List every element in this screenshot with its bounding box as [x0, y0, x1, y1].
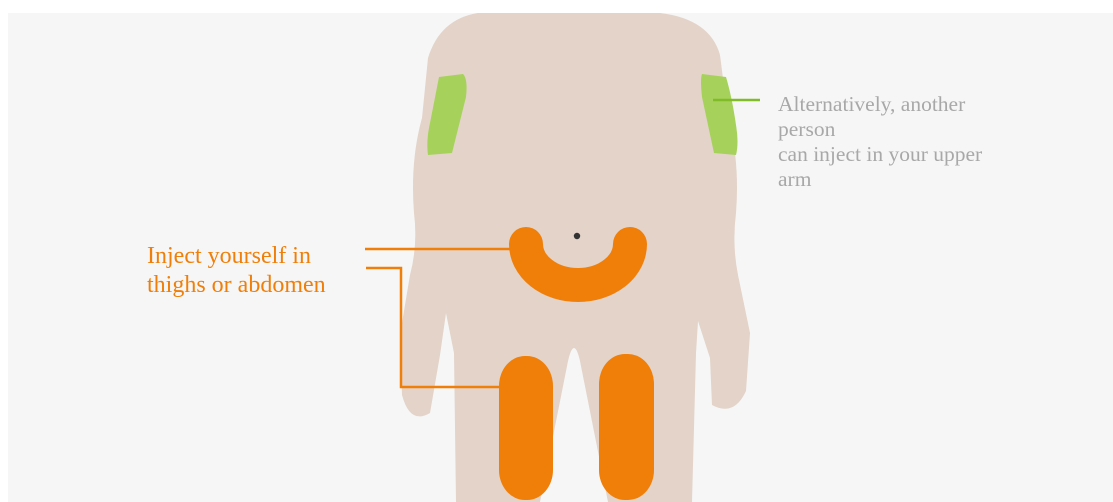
self-injection-label-line-1: Inject yourself in	[147, 242, 326, 271]
diagram-panel: Alternatively, another person can inject…	[8, 13, 1113, 502]
self-injection-label-line-2: thighs or abdomen	[147, 271, 326, 300]
self-injection-label: Inject yourself in thighs or abdomen	[147, 242, 326, 300]
left-thigh-zone	[499, 356, 553, 500]
upper-arm-label-line-4: arm	[778, 167, 982, 192]
right-thigh-zone	[599, 354, 654, 500]
thigh-zones	[499, 354, 654, 500]
upper-arm-label-line-2: person	[778, 117, 982, 142]
upper-arm-label-line-3: can inject in your upper	[778, 142, 982, 167]
navel-dot	[574, 233, 580, 239]
upper-arm-label: Alternatively, another person can inject…	[778, 92, 982, 192]
upper-arm-label-line-1: Alternatively, another	[778, 92, 982, 117]
